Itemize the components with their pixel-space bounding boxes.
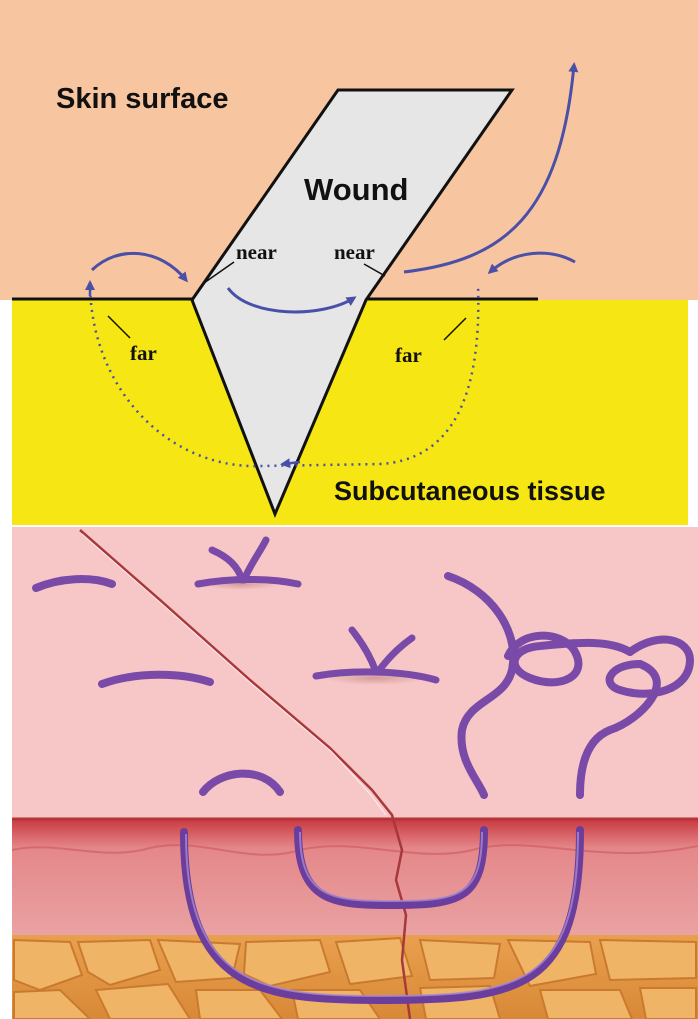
far-right-label: far [395,343,422,367]
near-left-label: near [236,240,277,264]
near-right-label: near [334,240,375,264]
wound-label: Wound [304,172,408,207]
far-left-label: far [130,341,157,365]
skin-surface-label: Skin surface [56,83,228,115]
subcutaneous-tissue-label: Subcutaneous tissue [334,476,606,506]
dermis-layer [12,819,698,935]
schematic-panel: Skin surface Wound near near far far Sub… [0,0,698,525]
suture-illustration [12,527,698,1019]
